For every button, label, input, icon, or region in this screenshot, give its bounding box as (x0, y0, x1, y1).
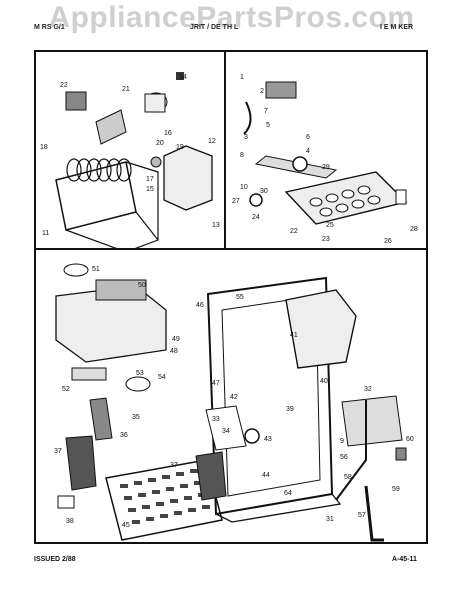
part-label: 39 (286, 406, 294, 413)
ice-tray-assembly-drawing (243, 81, 408, 225)
part-label: 34 (222, 428, 230, 435)
part-label: 53 (136, 370, 144, 377)
dispenser-assembly-drawing (55, 263, 407, 542)
part-label: 16 (164, 130, 172, 137)
part-label: 29 (322, 164, 330, 171)
part-label: 22 (290, 228, 298, 235)
part-label: 58 (344, 474, 352, 481)
part-label: 54 (158, 374, 166, 381)
part-label: 48 (170, 348, 178, 355)
part-label: 44 (262, 472, 270, 479)
watermark: AppliancePartsPros.com (48, 1, 415, 34)
part-label: 57 (358, 512, 366, 519)
part-label: 13 (212, 222, 220, 229)
part-label: 14 (179, 74, 187, 81)
part-label: 32 (364, 386, 372, 393)
panel-ice-maker-assembly: 14 22 21 16 20 18 17 15 19 12 11 13 (34, 50, 226, 253)
part-label: 7 (264, 108, 268, 115)
part-label: 43 (264, 436, 272, 443)
part-label: 60 (406, 436, 414, 443)
part-label: 38 (66, 518, 74, 525)
part-label: 10 (240, 184, 248, 191)
part-label: 55 (236, 294, 244, 301)
part-label: 56 (340, 454, 348, 461)
part-label: 3 (244, 134, 248, 141)
part-label: 45 (122, 522, 130, 529)
page-code: A-45-11 (392, 556, 417, 563)
part-label: 11 (42, 230, 50, 237)
part-label: 51 (92, 266, 100, 273)
part-label: 37 (170, 462, 178, 469)
part-label: 8 (240, 152, 244, 159)
part-label: 17 (146, 176, 154, 183)
part-label: 42 (230, 394, 238, 401)
part-label: 22 (60, 82, 68, 89)
part-label: 2 (260, 88, 264, 95)
part-label: 40 (320, 378, 328, 385)
part-label: 6 (306, 134, 310, 141)
part-label: 50 (138, 282, 146, 289)
part-label: 59 (392, 486, 400, 493)
part-label: 27 (232, 198, 240, 205)
part-label: 9 (340, 438, 344, 445)
issued-date: ISSUED 2/88 (34, 556, 76, 563)
part-label: 21 (122, 86, 130, 93)
header-right: I E M KER (380, 24, 414, 31)
panel-dispenser-assembly: 51 50 46 55 49 48 53 54 52 35 36 37 38 4… (34, 248, 428, 544)
part-label: 25 (326, 222, 334, 229)
part-label: 19 (176, 144, 184, 151)
part-label: 24 (252, 214, 260, 221)
panel-ice-tray-assembly: 1 2 7 5 3 6 4 8 29 10 30 27 24 25 23 22 … (224, 50, 428, 250)
part-label: 4 (306, 148, 310, 155)
part-label: 20 (156, 140, 164, 147)
part-label: 18 (40, 144, 48, 151)
part-label: 23 (322, 236, 330, 243)
part-label: 64 (284, 490, 292, 497)
header-left: M RS G/1 (34, 24, 65, 31)
part-label: 5 (266, 122, 270, 129)
ice-maker-assembly-drawing (55, 72, 213, 253)
part-label: 30 (260, 188, 268, 195)
part-label: 37 (54, 448, 62, 455)
part-label: 49 (172, 336, 180, 343)
part-label: 36 (120, 432, 128, 439)
part-label: 12 (208, 138, 216, 145)
part-label: 47 (212, 380, 220, 387)
part-label: 31 (326, 516, 334, 523)
part-label: 15 (146, 186, 154, 193)
part-label: 41 (290, 332, 298, 339)
part-label: 33 (212, 416, 220, 423)
part-label: 1 (240, 74, 244, 81)
header-center: JRIT / DE TH L (190, 24, 239, 31)
part-label: 52 (62, 386, 70, 393)
part-label: 26 (384, 238, 392, 245)
part-label: 46 (196, 302, 204, 309)
part-label: 35 (132, 414, 140, 421)
part-label: 28 (410, 226, 418, 233)
